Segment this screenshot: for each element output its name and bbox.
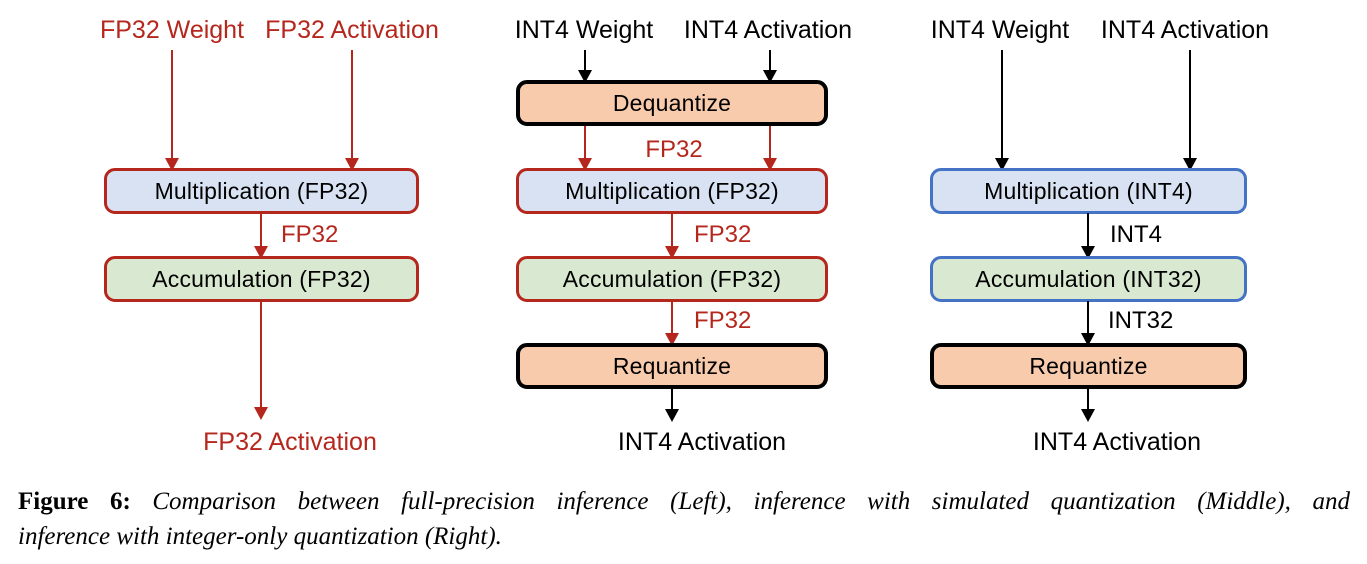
right-requantize-box: Requantize [930, 343, 1247, 389]
right-multiplication-label: Multiplication (INT4) [984, 177, 1193, 204]
left-multiplication-label: Multiplication (FP32) [154, 177, 369, 204]
figure-number-label: Figure 6: [18, 488, 131, 515]
middle-int4-activation-output-label: INT4 Activation [617, 428, 787, 456]
middle-mult-to-acc-dtype-label: FP32 [694, 221, 752, 248]
middle-requantize-box: Requantize [516, 343, 828, 389]
left-fp32-activation-input-label: FP32 Activation [265, 16, 439, 44]
middle-int4-weight-label: INT4 Weight [514, 16, 654, 44]
right-int4-weight-label: INT4 Weight [930, 16, 1070, 44]
middle-multiplication-box: Multiplication (FP32) [516, 168, 828, 214]
right-int4-activation-input-label: INT4 Activation [1100, 16, 1270, 44]
left-multiplication-box: Multiplication (FP32) [104, 168, 419, 214]
left-accumulation-label: Accumulation (FP32) [152, 265, 371, 292]
middle-acc-to-req-dtype-label: FP32 [694, 307, 752, 334]
left-fp32-weight-label: FP32 Weight [99, 16, 245, 44]
middle-accumulation-label: Accumulation (FP32) [562, 265, 782, 292]
right-mult-to-acc-dtype-label: INT4 [1110, 221, 1163, 248]
right-int4-activation-output-label: INT4 Activation [1032, 428, 1202, 456]
left-mult-to-acc-dtype-label: FP32 [281, 221, 339, 248]
left-fp32-activation-output-label: FP32 Activation [203, 428, 377, 456]
middle-requantize-label: Requantize [612, 352, 732, 379]
middle-int4-activation-input-label: INT4 Activation [683, 16, 853, 44]
right-accumulation-label: Accumulation (INT32) [975, 265, 1202, 292]
right-acc-to-req-dtype-label: INT32 [1108, 307, 1174, 334]
middle-dequantize-box: Dequantize [516, 80, 828, 126]
middle-multiplication-label: Multiplication (FP32) [565, 177, 779, 204]
caption-text-line1: Comparison between full-precision infere… [152, 488, 1351, 515]
middle-accumulation-box: Accumulation (FP32) [516, 256, 828, 302]
middle-dequantize-label: Dequantize [612, 89, 732, 116]
caption-line-1: Figure 6: Comparison between full-precis… [18, 484, 1350, 519]
middle-deq-to-mult-dtype-label: FP32 [645, 136, 703, 163]
caption-line-2: inference with integer-only quantization… [18, 523, 502, 550]
right-multiplication-box: Multiplication (INT4) [930, 168, 1247, 214]
figure-caption: Figure 6: Comparison between full-precis… [18, 484, 1350, 554]
left-accumulation-box: Accumulation (FP32) [104, 256, 419, 302]
right-accumulation-box: Accumulation (INT32) [930, 256, 1247, 302]
right-requantize-label: Requantize [1029, 352, 1148, 379]
